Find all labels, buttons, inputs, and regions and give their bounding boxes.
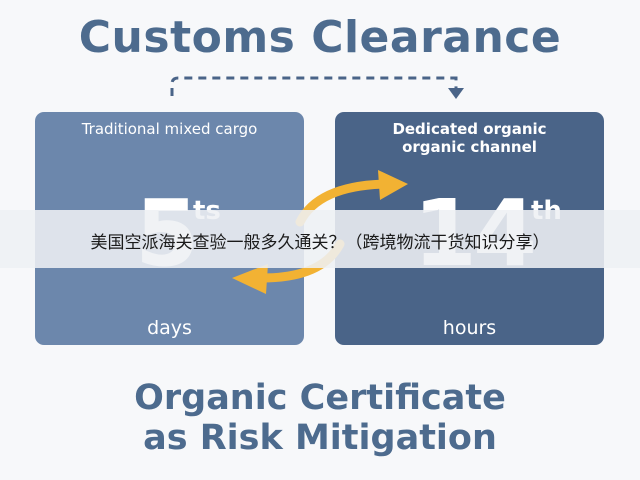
panel-title: Traditional mixed cargo — [35, 120, 304, 138]
bottom-title-line1: Organic Certificate — [134, 378, 506, 418]
unit-label: days — [147, 317, 192, 339]
bottom-title: Organic Certificate as Risk Mitigation — [0, 378, 640, 458]
panel-title-text: Traditional mixed cargo — [81, 120, 258, 138]
panel-title-line2: organic channel — [402, 138, 537, 156]
dashed-arrow-icon — [170, 76, 464, 99]
panel-title: Dedicated organic organic channel — [335, 120, 604, 156]
page-title: Customs Clearance — [78, 12, 562, 63]
bottom-title-line2: as Risk Mitigation — [143, 418, 497, 458]
caption-overlay — [0, 210, 640, 268]
panel-title-line1: Dedicated organic — [392, 120, 547, 138]
caption-text: 美国空派海关查验一般多久通关？（跨境物流干货知识分享） — [90, 233, 550, 253]
unit-label: hours — [442, 317, 497, 339]
